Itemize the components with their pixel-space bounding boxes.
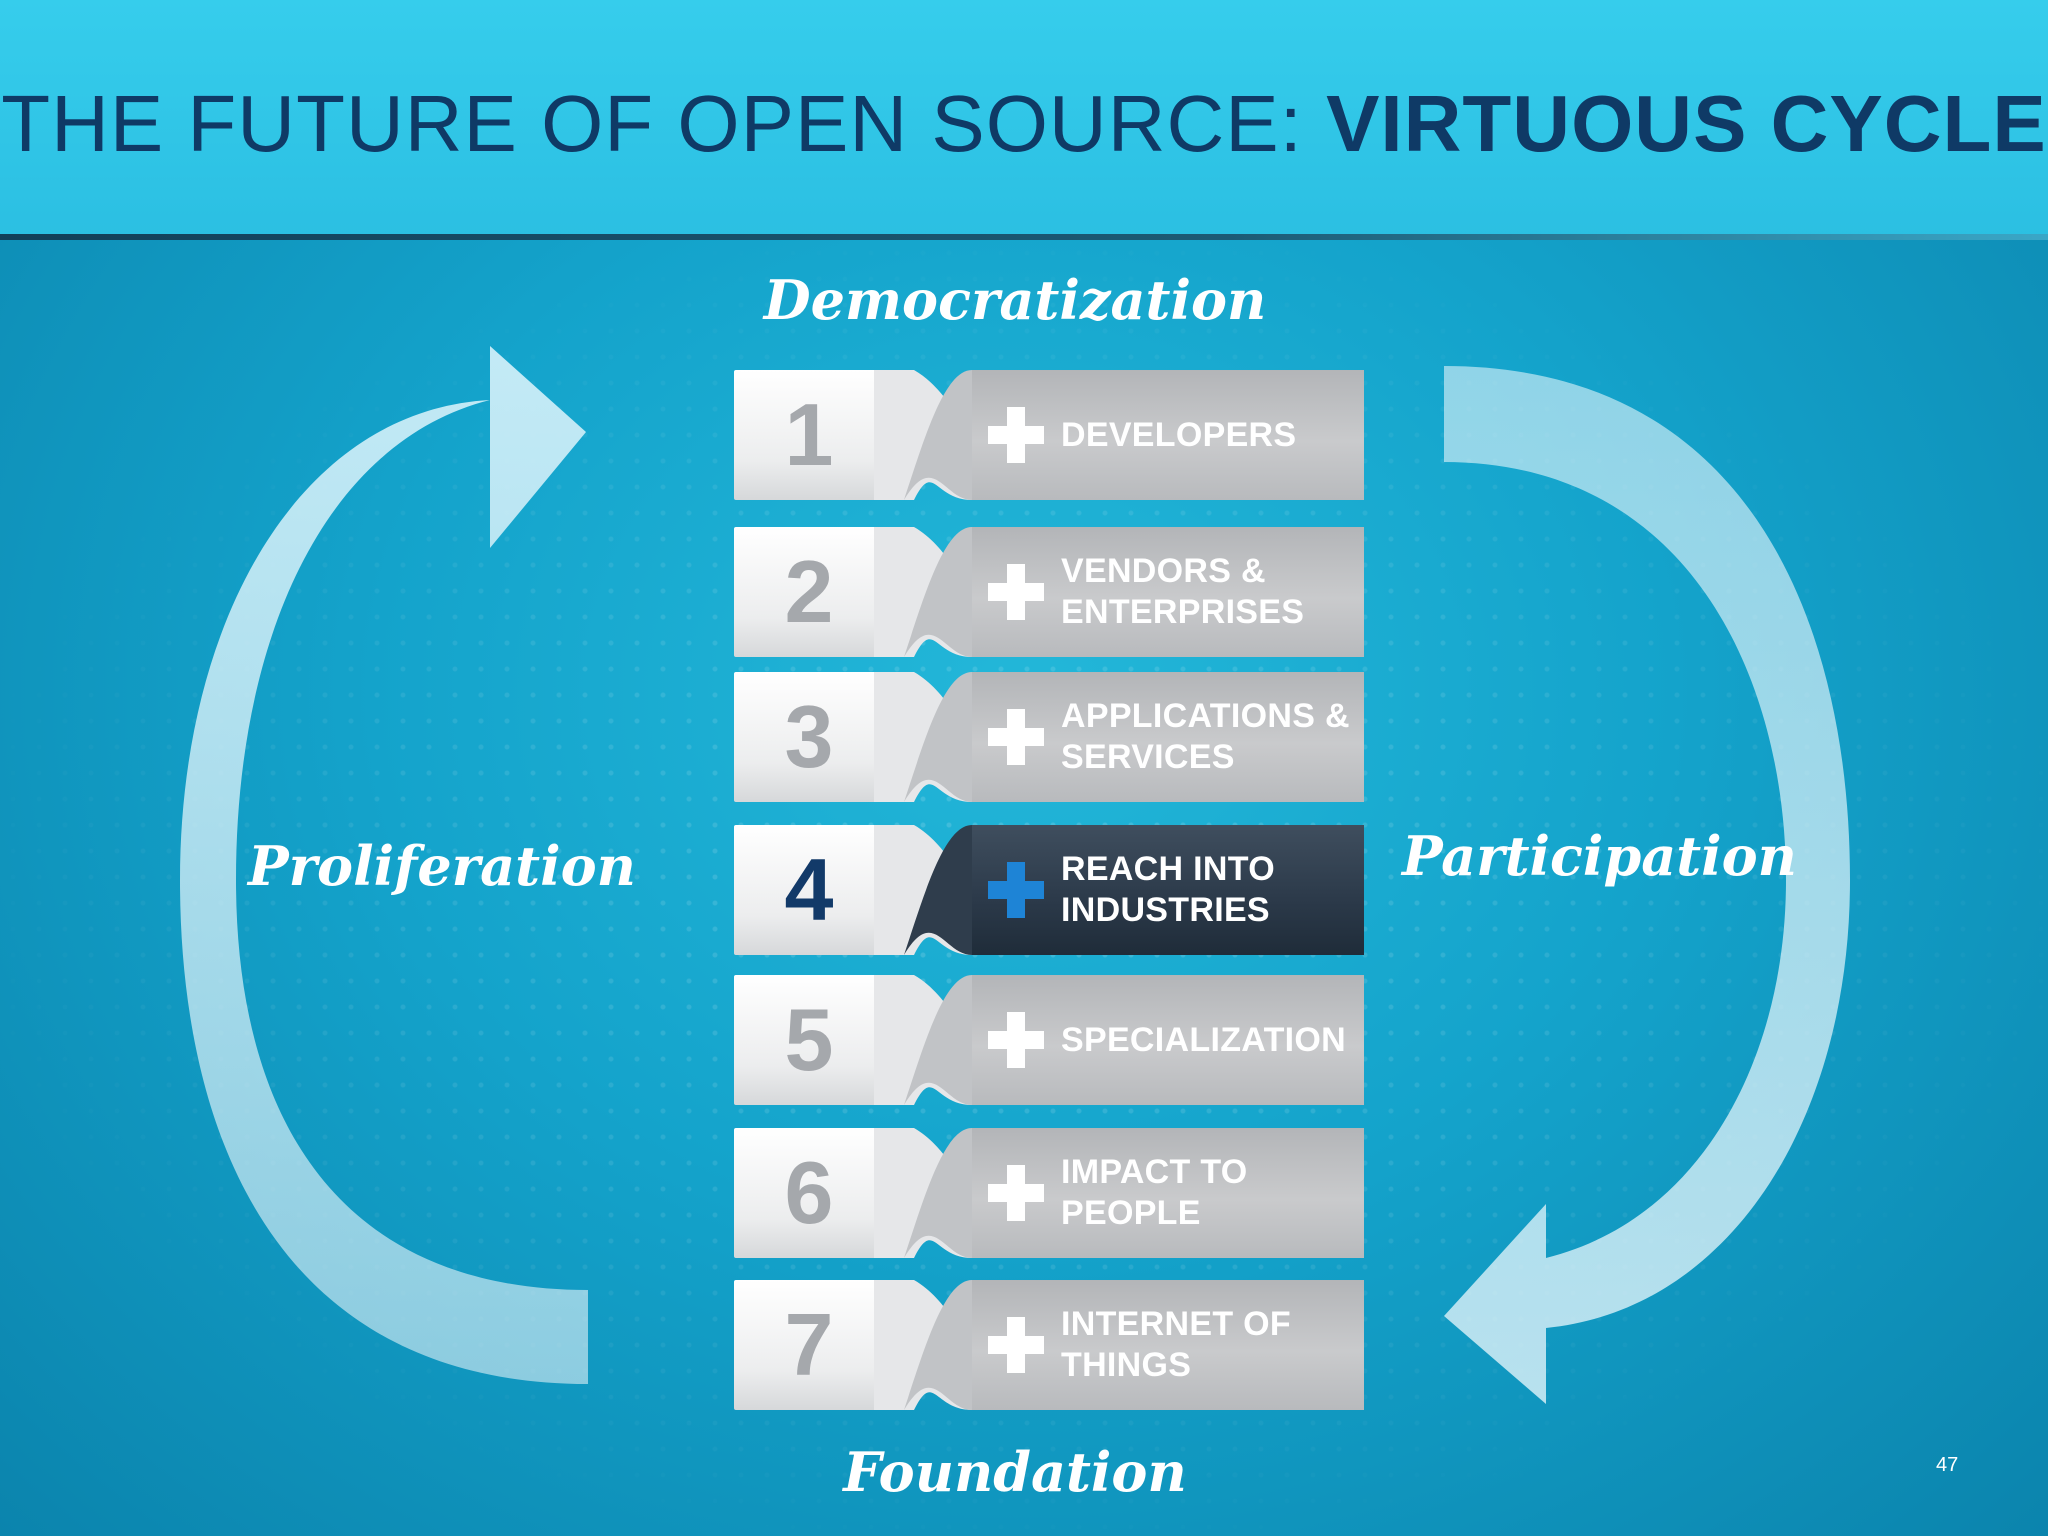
cycle-label-right: Participation xyxy=(1402,824,1797,888)
step-number: 1 xyxy=(784,385,834,484)
step-row: 7 INTERNET OF THINGS xyxy=(734,1280,1364,1410)
step-number: 5 xyxy=(784,990,834,1089)
step-row-highlighted: 4 REACH INTO INDUSTRIES xyxy=(734,825,1364,955)
step-label: INTERNET OF THINGS xyxy=(1061,1305,1291,1384)
ribbon-twist xyxy=(874,975,984,1105)
ribbon-twist xyxy=(874,370,984,500)
step-label: DEVELOPERS xyxy=(1061,415,1297,454)
step-label: APPLICATIONS & SERVICES xyxy=(1061,697,1350,776)
plus-icon xyxy=(988,1012,1044,1068)
step-number-tab xyxy=(734,1280,884,1410)
plus-icon xyxy=(988,1317,1044,1373)
step-number: 7 xyxy=(784,1295,834,1394)
ribbon-twist xyxy=(874,1128,984,1258)
left-cycle-arrow-icon xyxy=(180,346,588,1384)
step-row: 2 VENDORS & ENTERPRISES xyxy=(734,527,1364,657)
step-number: 2 xyxy=(784,542,834,641)
plus-icon xyxy=(988,407,1044,463)
ribbon-twist xyxy=(874,527,984,657)
step-number: 4 xyxy=(784,840,834,939)
step-number-tab xyxy=(734,370,884,500)
step-number-tab xyxy=(734,975,884,1105)
cycle-label-top: Democratization xyxy=(763,268,1267,332)
ribbon-twist xyxy=(874,825,984,955)
step-number: 3 xyxy=(784,687,834,786)
step-row: 6 IMPACT TO PEOPLE xyxy=(734,1128,1364,1258)
step-number: 6 xyxy=(784,1143,834,1242)
step-number-tab xyxy=(734,672,884,802)
ribbon-twist xyxy=(874,672,984,802)
ribbon-twist xyxy=(874,1280,984,1410)
plus-icon xyxy=(988,709,1044,765)
step-row: 5 SPECIALIZATION xyxy=(734,975,1364,1105)
page-number: 47 xyxy=(1936,1454,1959,1476)
plus-icon xyxy=(988,1165,1044,1221)
plus-icon xyxy=(988,862,1044,918)
step-label: IMPACT TO PEOPLE xyxy=(1061,1153,1248,1232)
step-label: SPECIALIZATION xyxy=(1061,1020,1347,1059)
step-row: 3 APPLICATIONS & SERVICES xyxy=(734,672,1364,802)
step-number-tab xyxy=(734,825,884,955)
step-row: 1 DEVELOPERS xyxy=(734,370,1364,500)
step-number-tab xyxy=(734,527,884,657)
plus-icon xyxy=(988,564,1044,620)
step-number-tab xyxy=(734,1128,884,1258)
title-band xyxy=(0,0,2048,240)
cycle-label-left: Proliferation xyxy=(248,834,636,898)
right-cycle-arrow-icon xyxy=(1444,366,1850,1404)
cycle-label-bottom: Foundation xyxy=(843,1440,1187,1504)
step-label: VENDORS & ENTERPRISES xyxy=(1061,552,1305,631)
slide-title: THE FUTURE OF OPEN SOURCE: VIRTUOUS CYCL… xyxy=(1,79,2047,168)
step-label: REACH INTO INDUSTRIES xyxy=(1061,850,1275,929)
title-divider xyxy=(0,234,2048,240)
